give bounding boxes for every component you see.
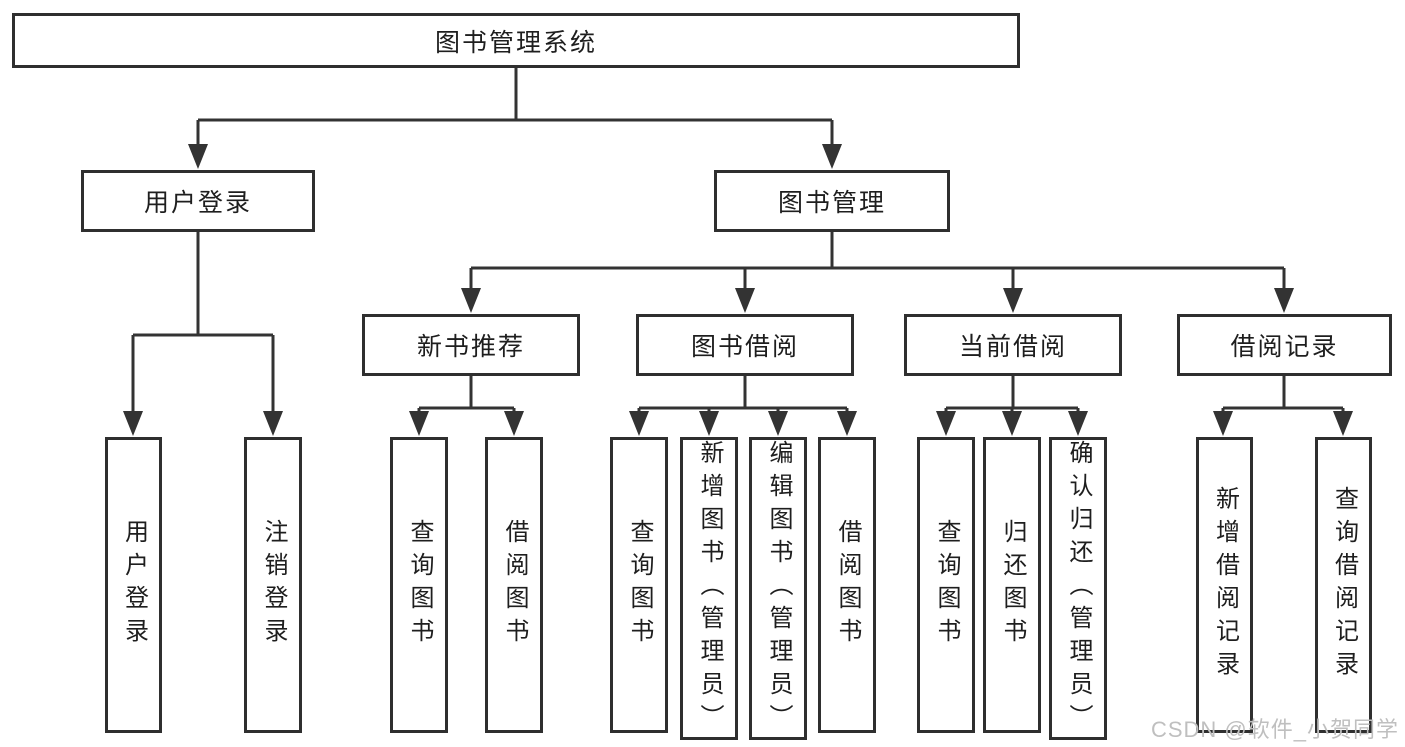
node-new-book-recommendation: 新书推荐: [362, 314, 580, 376]
watermark: CSDN @软件_小贺同学: [1150, 717, 1399, 742]
node-label: 借阅图书: [501, 519, 528, 651]
node-label: 当前借阅: [958, 333, 1067, 361]
node-borrowing-records: 借阅记录: [1177, 314, 1392, 376]
node-label: 查询图书: [933, 519, 960, 651]
node-confirm-return-admin: 确认归还（管理员）: [1049, 437, 1107, 740]
node-label: 借阅记录: [1230, 333, 1339, 361]
node-label: 编辑图书（管理员）: [765, 440, 792, 737]
node-add-books-admin: 新增图书（管理员）: [680, 437, 738, 740]
node-label: 用户登录: [120, 519, 148, 651]
node-user-login: 用户登录: [81, 170, 315, 232]
node-label: 注销登录: [260, 519, 287, 651]
node-label: 归还图书: [999, 519, 1026, 651]
node-query-borrow-record: 查询借阅记录: [1315, 437, 1372, 733]
node-label: 图书借阅: [690, 333, 799, 361]
node-user-login-leaf: 用户登录: [105, 437, 162, 733]
node-logout-leaf: 注销登录: [244, 437, 302, 733]
node-label: 用户登录: [143, 189, 252, 217]
node-label: 图书管理: [777, 189, 886, 217]
node-label: 新书推荐: [416, 333, 525, 361]
node-query-books-recommend: 查询图书: [390, 437, 448, 733]
node-edit-books-admin: 编辑图书（管理员）: [749, 437, 807, 740]
node-current-borrowing: 当前借阅: [904, 314, 1122, 376]
node-label: 图书管理系统: [434, 28, 597, 57]
node-label: 查询图书: [406, 519, 433, 651]
node-add-borrow-record: 新增借阅记录: [1196, 437, 1253, 733]
node-label: 确认归还（管理员）: [1065, 440, 1092, 737]
node-label: 新增借阅记录: [1211, 486, 1239, 684]
node-return-books: 归还图书: [983, 437, 1041, 733]
node-book-management: 图书管理: [714, 170, 950, 232]
node-borrow-books-recommend: 借阅图书: [485, 437, 543, 733]
node-borrow-books-leaf: 借阅图书: [818, 437, 876, 733]
node-label: 查询借阅记录: [1330, 486, 1358, 684]
node-label: 新增图书（管理员）: [696, 440, 723, 737]
node-label: 借阅图书: [834, 519, 861, 651]
node-label: 查询图书: [626, 519, 653, 651]
node-library-system: 图书管理系统: [12, 13, 1020, 68]
node-book-borrowing: 图书借阅: [636, 314, 854, 376]
node-query-books-borrow: 查询图书: [610, 437, 668, 733]
node-query-books-current: 查询图书: [917, 437, 975, 733]
